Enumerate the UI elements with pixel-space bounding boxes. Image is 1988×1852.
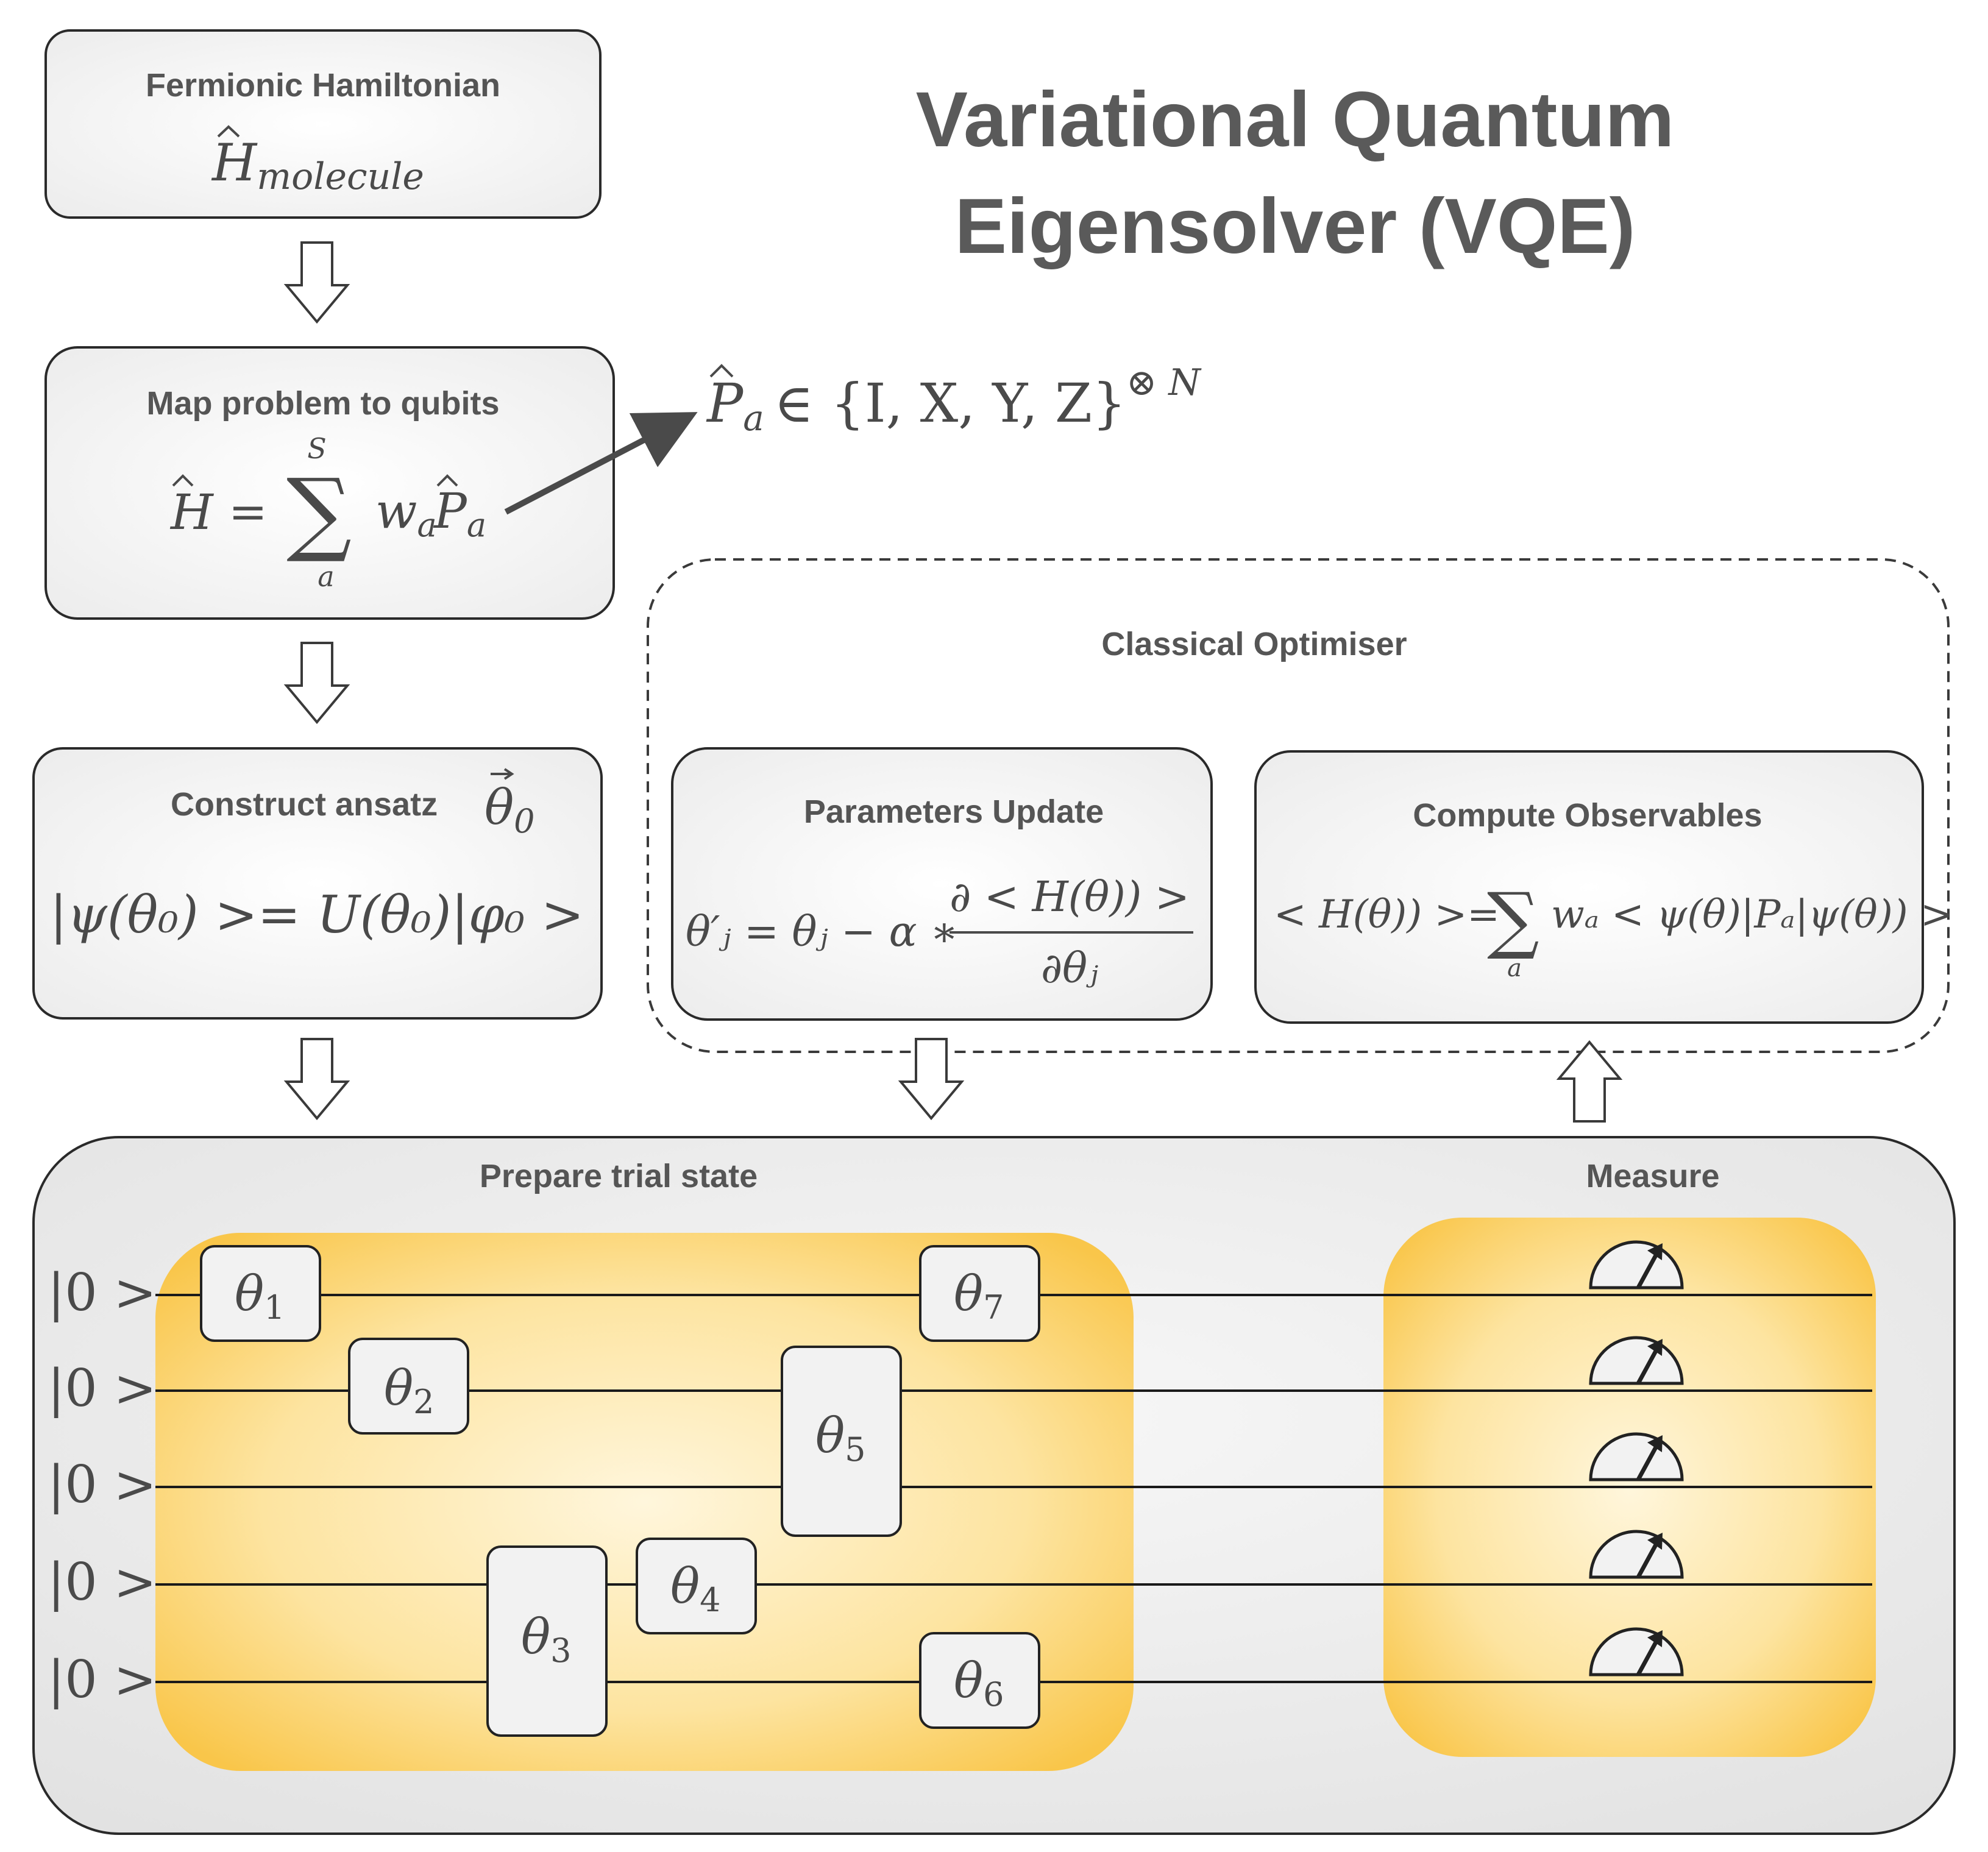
ansatz-label: Construct ansatz xyxy=(171,786,438,823)
meter-icon xyxy=(1589,1336,1684,1385)
map-formula-eq: = xyxy=(229,484,268,539)
observables-label: Compute Observables xyxy=(1413,797,1762,834)
fermionic-hamiltonian-box: Fermionic Hamiltonian Hmolecule xyxy=(44,29,602,219)
svg-text:θ7: θ7 xyxy=(954,1265,1004,1327)
meters xyxy=(1589,1240,1684,1676)
ansatz-formula: |ψ(θ₀) >= U(θ₀)|φ₀ > xyxy=(50,885,584,945)
map-formula-w: wa xyxy=(375,483,437,544)
observables-rhs: wₐ < ψ(θ)|Pₐ|ψ(θ)) > xyxy=(1551,892,1953,937)
optimiser-label: Classical Optimiser xyxy=(1101,626,1407,662)
meter-icon xyxy=(1589,1627,1684,1676)
svg-text:θ3: θ3 xyxy=(521,1608,572,1670)
down-arrow-icon xyxy=(283,241,350,324)
svg-text:θ5: θ5 xyxy=(815,1407,866,1469)
meter-icon xyxy=(1589,1432,1684,1481)
map-formula-p: Pa xyxy=(433,483,486,544)
gate-theta-3: θ3 xyxy=(486,1545,608,1737)
prepare-label: Prepare trial state xyxy=(480,1158,758,1194)
map-label: Map problem to qubits xyxy=(147,385,500,422)
map-to-qubits-box: Map problem to qubits H = ∑ S a wa Pa xyxy=(44,346,615,620)
gate-theta-4: θ4 xyxy=(636,1538,757,1634)
input-state-3: |0 > xyxy=(48,1455,157,1514)
meter-icon xyxy=(1589,1530,1684,1579)
parameters-update-box: Parameters Update θ′ⱼ = θⱼ − α ∗ ∂ < H(θ… xyxy=(671,747,1213,1021)
svg-text:θ6: θ6 xyxy=(954,1652,1004,1714)
up-arrow-icon xyxy=(1556,1040,1623,1123)
pauli-formula: Pa∈ {I, X, Y, Z}⊗ N xyxy=(706,361,1202,439)
svg-text:θ4: θ4 xyxy=(670,1558,721,1619)
ansatz-theta: θ0 xyxy=(485,779,535,840)
sum-symbol-icon: ∑ xyxy=(286,459,352,566)
gate-theta-1: θ1 xyxy=(200,1245,321,1342)
measure-label: Measure xyxy=(1586,1158,1719,1194)
map-sum-top: S xyxy=(307,432,327,465)
observables-sum-bottom: a xyxy=(1507,954,1522,982)
input-state-1: |0 > xyxy=(48,1263,157,1322)
title-line-1: Variational Quantum xyxy=(916,76,1675,163)
construct-ansatz-box: Construct ansatz θ0 |ψ(θ₀) >= U(θ₀)|φ₀ > xyxy=(32,747,603,1020)
down-arrow-icon xyxy=(283,642,350,725)
compute-observables-box: Compute Observables < H(θ)) >= ∑ a wₐ < … xyxy=(1254,750,1953,1024)
params-label: Parameters Update xyxy=(804,793,1104,830)
fermionic-label: Fermionic Hamiltonian xyxy=(146,67,500,104)
pointer-arrow-icon xyxy=(504,412,698,515)
params-lhs: θ′ⱼ = θⱼ − α ∗ xyxy=(686,908,958,956)
gate-theta-6: θ6 xyxy=(919,1632,1040,1729)
meter-icon xyxy=(1589,1240,1684,1290)
input-state-2: |0 > xyxy=(48,1358,157,1418)
svg-text:θ2: θ2 xyxy=(384,1360,435,1421)
gate-theta-2: θ2 xyxy=(348,1338,469,1435)
input-state-5: |0 > xyxy=(48,1650,157,1709)
input-states: |0 > |0 > |0 > |0 > |0 > xyxy=(48,1263,157,1709)
map-formula-h: H xyxy=(169,484,215,541)
svg-text:θ1: θ1 xyxy=(235,1265,285,1327)
sum-symbol-icon: ∑ xyxy=(1487,878,1539,962)
input-state-4: |0 > xyxy=(48,1552,157,1612)
fermionic-formula: Hmolecule xyxy=(211,133,424,198)
params-numerator: ∂ < H(θ)) > xyxy=(950,873,1190,921)
down-arrow-icon xyxy=(283,1038,350,1121)
classical-optimiser-region xyxy=(647,558,1950,1053)
gate-theta-5: θ5 xyxy=(781,1346,902,1537)
map-sum-bottom: a xyxy=(318,560,334,593)
down-arrow-icon xyxy=(898,1038,965,1121)
gate-theta-7: θ7 xyxy=(919,1245,1040,1342)
title-line-2: Eigensolver (VQE) xyxy=(955,183,1636,270)
observables-lhs: < H(θ)) >= xyxy=(1274,892,1500,937)
params-denominator: ∂θⱼ xyxy=(1041,945,1098,993)
